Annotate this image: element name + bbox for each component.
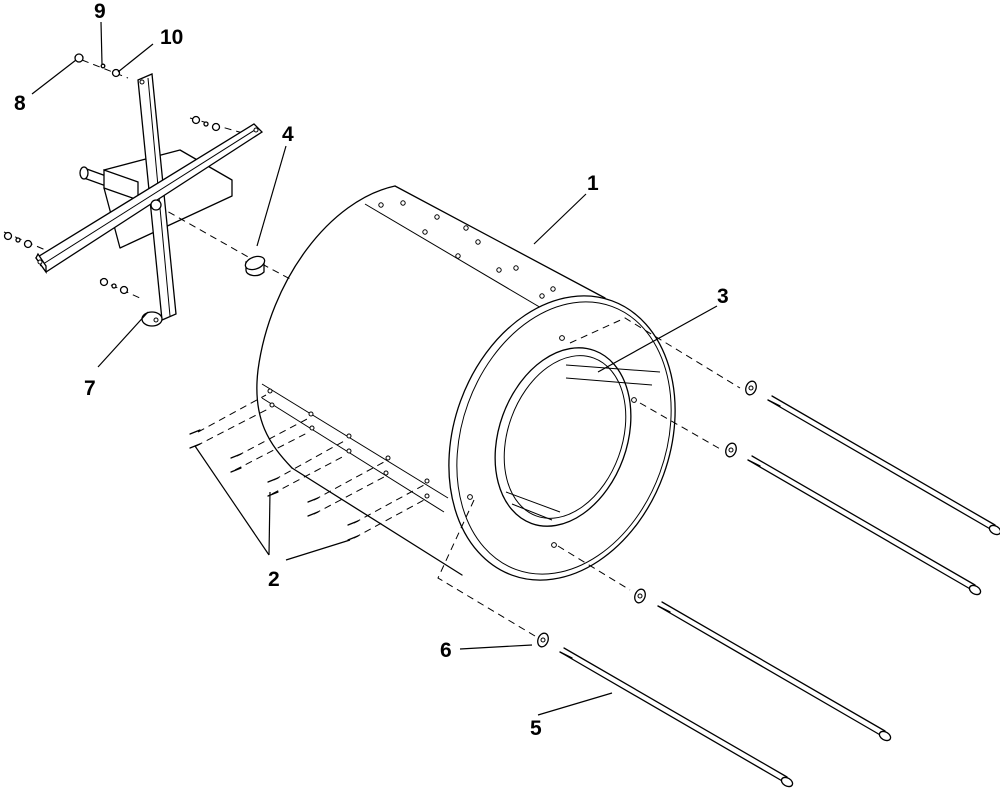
rods-part-5 xyxy=(559,395,1000,788)
drum-holes-front xyxy=(467,335,637,548)
callout-5: 5 xyxy=(530,717,542,740)
callout-4: 4 xyxy=(282,123,294,146)
drum-holes-bottom xyxy=(267,388,430,499)
callout-6: 6 xyxy=(440,639,452,662)
callout-3: 3 xyxy=(717,285,729,308)
drum-holes-top xyxy=(378,200,556,299)
callout-2: 2 xyxy=(268,568,280,591)
callout-labels: 1 2 3 4 5 6 7 8 9 10 xyxy=(14,0,729,740)
callout-7: 7 xyxy=(84,377,96,400)
assembly-lines xyxy=(3,59,741,637)
drum-inner-ring xyxy=(494,347,661,527)
screws-part-2 xyxy=(189,429,359,541)
leader-lines xyxy=(31,21,718,716)
washers-part-6 xyxy=(537,380,757,648)
callout-8: 8 xyxy=(14,92,26,115)
callout-1: 1 xyxy=(587,172,599,195)
plug-part-4 xyxy=(244,255,266,277)
drum-shell xyxy=(256,185,606,576)
frame-hardware xyxy=(3,53,221,295)
callout-10: 10 xyxy=(160,26,183,49)
frame-part-7 xyxy=(35,73,264,327)
callout-9: 9 xyxy=(94,0,106,23)
